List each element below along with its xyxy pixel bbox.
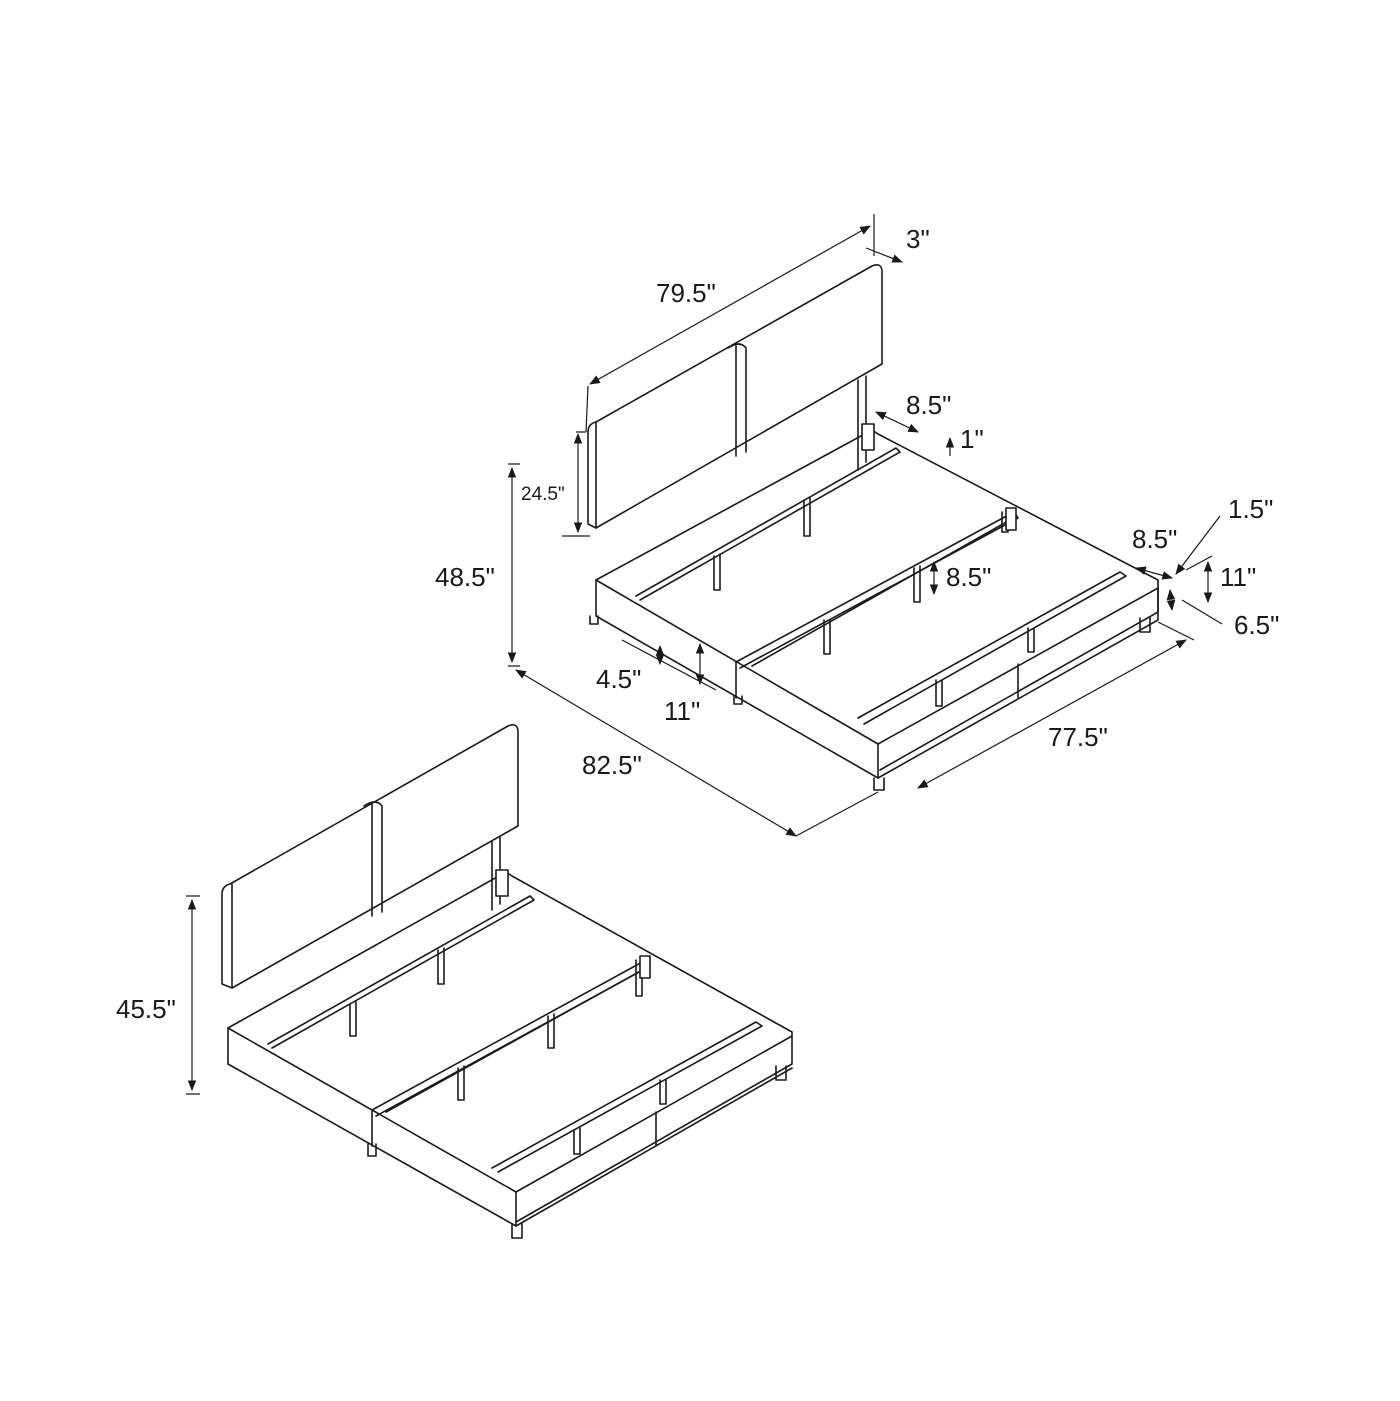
label-frame-height-front: 11" [664,696,700,726]
label-leg-post-height: 8.5" [946,562,991,592]
dimension-labels: 79.5" 3" 24.5" 48.5" 8.5" 1" 1.5" 8.5" 8… [116,224,1279,1024]
label-slat-clearance: 1" [960,424,984,454]
label-overall-length: 82.5" [582,750,642,780]
label-total-height: 48.5" [435,562,495,592]
label-panel-height: 24.5" [521,484,565,505]
dimension-lines [507,214,1223,837]
label-rail-gap: 8.5" [906,390,951,420]
label-leg-height-front: 4.5" [596,664,641,694]
label-frame-height-right: 11" [1220,562,1256,592]
bed-bottom-view [186,724,793,1239]
label-inner-width: 77.5" [1048,722,1108,752]
label-headboard-width: 79.5" [656,278,716,308]
label-end-rail-depth: 8.5" [1132,524,1177,554]
label-corner-offset: 1.5" [1228,494,1273,524]
label-leg-height-right: 6.5" [1234,610,1279,640]
label-headboard-depth: 3" [906,224,930,254]
label-low-total-height: 45.5" [116,994,176,1024]
